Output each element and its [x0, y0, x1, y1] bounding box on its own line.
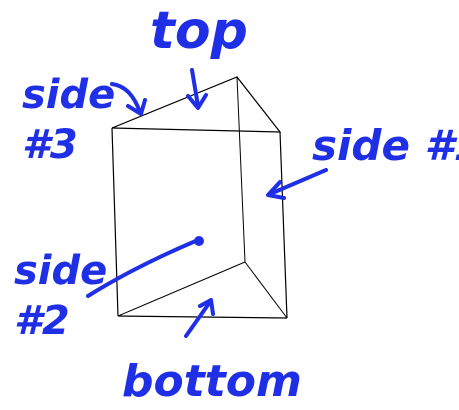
label-top: top [150, 1, 248, 61]
arrow-top [190, 68, 200, 108]
arrow-bottom [184, 300, 212, 338]
arrow-side-3 [110, 82, 142, 114]
annotations: top side #3 side #1 side #2 bottom [14, 1, 459, 407]
prism-edge-bottom-front [117, 315, 288, 319]
arrow-side-1-head [266, 180, 286, 200]
label-side-2: side [14, 248, 107, 294]
label-side-3: side [22, 72, 115, 118]
arrow-side-3-head [126, 98, 147, 116]
prism-edge-front-left [111, 127, 119, 317]
arrow-side-2 [86, 238, 200, 298]
prism-edge-front-right [279, 131, 288, 319]
label-side-2-number: #2 [14, 298, 70, 344]
prism-edge-bottom-left [117, 261, 246, 317]
arrow-top-head [186, 93, 208, 110]
label-side-1: side #1 [312, 121, 459, 170]
pointer-arrows [86, 68, 328, 338]
arrow-side-2-dot [194, 236, 204, 246]
prism-edge-bottom-right [244, 261, 288, 319]
prism-top-face [111, 76, 282, 133]
prism-edge-back [236, 76, 246, 263]
label-side-3-number: #3 [22, 122, 78, 168]
label-bottom: bottom [122, 356, 302, 407]
prism-wireframe [111, 76, 288, 319]
arrow-side-1 [268, 168, 328, 196]
arrow-bottom-head [198, 298, 215, 316]
